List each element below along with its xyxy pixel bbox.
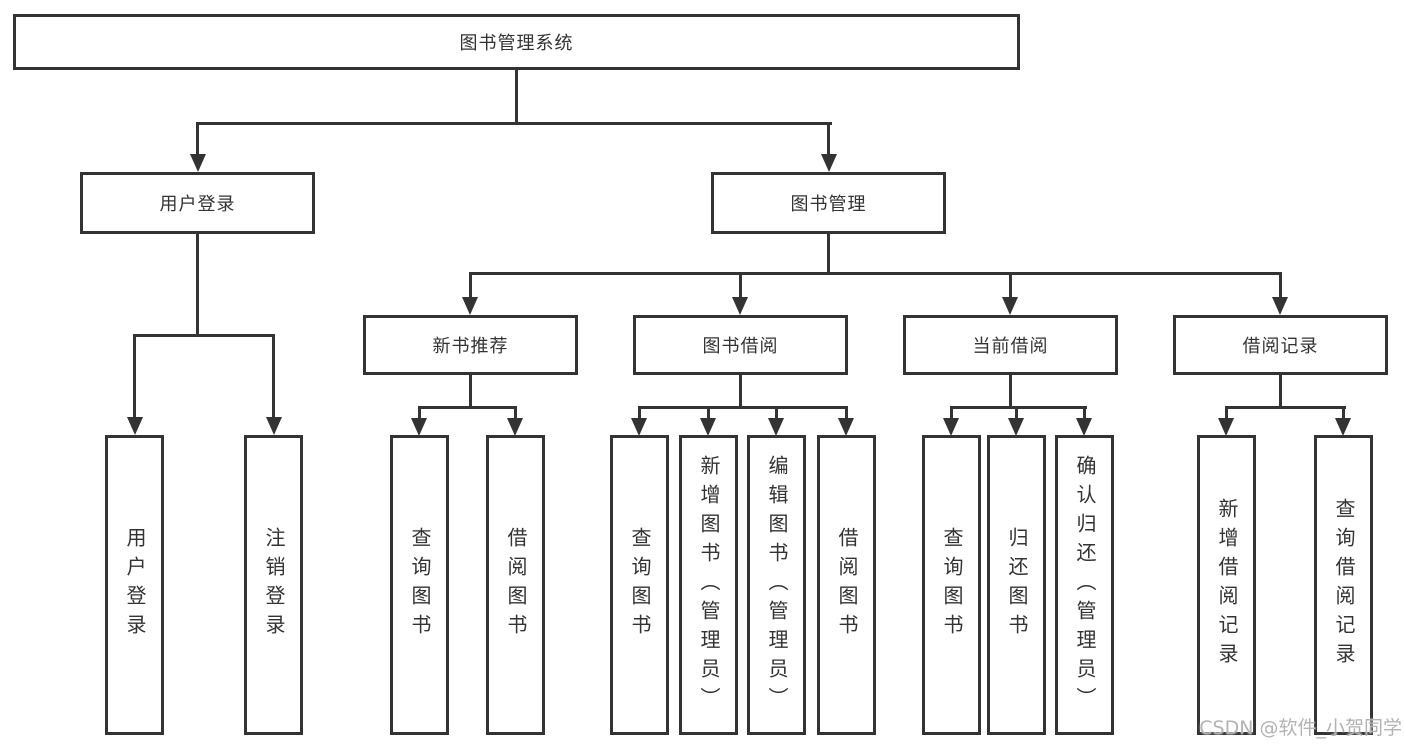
- node-label: 查询图书: [628, 527, 652, 643]
- arrow-down-icon: [190, 154, 206, 172]
- connector-line: [827, 122, 830, 156]
- connector-line: [638, 406, 641, 421]
- connector-line: [418, 406, 517, 409]
- connector-line: [469, 375, 472, 409]
- connector-line: [1279, 375, 1282, 409]
- node-label: 确认归还（管理员）: [1073, 454, 1097, 716]
- leaf-query-books-borrowing: 查询图书: [610, 435, 669, 735]
- node-new-book-recommendation: 新书推荐: [363, 315, 578, 375]
- node-label: 查询图书: [940, 527, 964, 643]
- node-label: 注销登录: [262, 527, 286, 643]
- leaf-return-books: 归还图书: [987, 435, 1046, 735]
- leaf-query-borrow-record: 查询借阅记录: [1314, 435, 1373, 735]
- arrow-down-icon: [1076, 418, 1092, 436]
- leaf-logout: 注销登录: [244, 435, 303, 735]
- connector-line: [1015, 406, 1018, 421]
- arrow-down-icon: [1008, 418, 1024, 436]
- arrow-down-icon: [838, 418, 854, 436]
- node-label: 归还图书: [1005, 527, 1029, 643]
- connector-line: [638, 406, 848, 409]
- connector-line: [950, 406, 1087, 409]
- node-library-management-system: 图书管理系统: [13, 14, 1020, 70]
- connector-line: [196, 234, 199, 336]
- arrow-down-icon: [462, 297, 478, 315]
- node-label: 借阅图书: [835, 527, 859, 643]
- node-label: 用户登录: [123, 527, 147, 643]
- leaf-borrow-books-recommendation: 借阅图书: [486, 435, 545, 735]
- leaf-query-books-recommendation: 查询图书: [390, 435, 449, 735]
- node-label: 编辑图书（管理员）: [765, 454, 789, 716]
- connector-line: [1225, 406, 1228, 421]
- arrow-down-icon: [768, 418, 784, 436]
- node-label: 新增图书（管理员）: [697, 454, 721, 716]
- connector-line: [739, 272, 742, 300]
- leaf-borrow-books: 借阅图书: [817, 435, 876, 735]
- node-user-login: 用户登录: [80, 172, 315, 234]
- arrow-down-icon: [943, 418, 959, 436]
- arrow-down-icon: [700, 418, 716, 436]
- connector-line: [1009, 375, 1012, 409]
- connector-line: [418, 406, 421, 421]
- node-label: 图书借阅: [702, 336, 779, 357]
- node-book-management: 图书管理: [711, 172, 946, 234]
- leaf-add-borrow-record: 新增借阅记录: [1197, 435, 1256, 735]
- leaf-confirm-return-admin: 确认归还（管理员）: [1055, 435, 1114, 735]
- connector-line: [739, 375, 742, 409]
- connector-line: [845, 406, 848, 421]
- node-label: 借阅图书: [504, 527, 528, 643]
- connector-line: [1279, 272, 1282, 300]
- node-label: 新书推荐: [432, 336, 509, 357]
- connector-line: [469, 272, 472, 300]
- connector-line: [1342, 406, 1345, 421]
- connector-line: [1083, 406, 1086, 421]
- arrow-down-icon: [266, 417, 282, 435]
- node-label: 查询借阅记录: [1332, 498, 1356, 672]
- node-borrowing-records: 借阅记录: [1173, 315, 1388, 375]
- connector-line: [515, 70, 518, 123]
- arrow-down-icon: [821, 154, 837, 172]
- leaf-user-login: 用户登录: [105, 435, 164, 735]
- leaf-query-books-current: 查询图书: [922, 435, 981, 735]
- connector-line: [196, 122, 199, 156]
- connector-line: [1009, 272, 1012, 300]
- connector-line: [133, 334, 136, 419]
- node-label: 查询图书: [408, 527, 432, 643]
- node-label: 图书管理: [790, 194, 867, 215]
- node-label: 用户登录: [159, 194, 236, 215]
- connector-line: [133, 334, 275, 337]
- connector-line: [950, 406, 953, 421]
- connector-line: [775, 406, 778, 421]
- arrow-down-icon: [732, 297, 748, 315]
- leaf-edit-books-admin: 编辑图书（管理员）: [747, 435, 806, 735]
- connector-line: [1225, 406, 1346, 409]
- node-label: 借阅记录: [1242, 336, 1319, 357]
- arrow-down-icon: [1218, 418, 1234, 436]
- node-label: 图书管理系统: [459, 33, 574, 54]
- watermark: CSDN @软件_小贺同学: [1199, 717, 1402, 739]
- node-current-borrowing: 当前借阅: [903, 315, 1118, 375]
- arrow-down-icon: [411, 418, 427, 436]
- arrow-down-icon: [127, 417, 143, 435]
- connector-line: [707, 406, 710, 421]
- node-label: 新增借阅记录: [1215, 498, 1239, 672]
- connector-line: [469, 272, 1282, 275]
- connector-line: [196, 122, 832, 125]
- arrow-down-icon: [1272, 297, 1288, 315]
- connector-line: [514, 406, 517, 421]
- arrow-down-icon: [631, 418, 647, 436]
- arrow-down-icon: [1002, 297, 1018, 315]
- connector-line: [827, 234, 830, 274]
- node-book-borrowing: 图书借阅: [633, 315, 848, 375]
- connector-line: [272, 334, 275, 419]
- leaf-add-books-admin: 新增图书（管理员）: [679, 435, 738, 735]
- node-label: 当前借阅: [972, 336, 1049, 357]
- arrow-down-icon: [1335, 418, 1351, 436]
- arrow-down-icon: [507, 418, 523, 436]
